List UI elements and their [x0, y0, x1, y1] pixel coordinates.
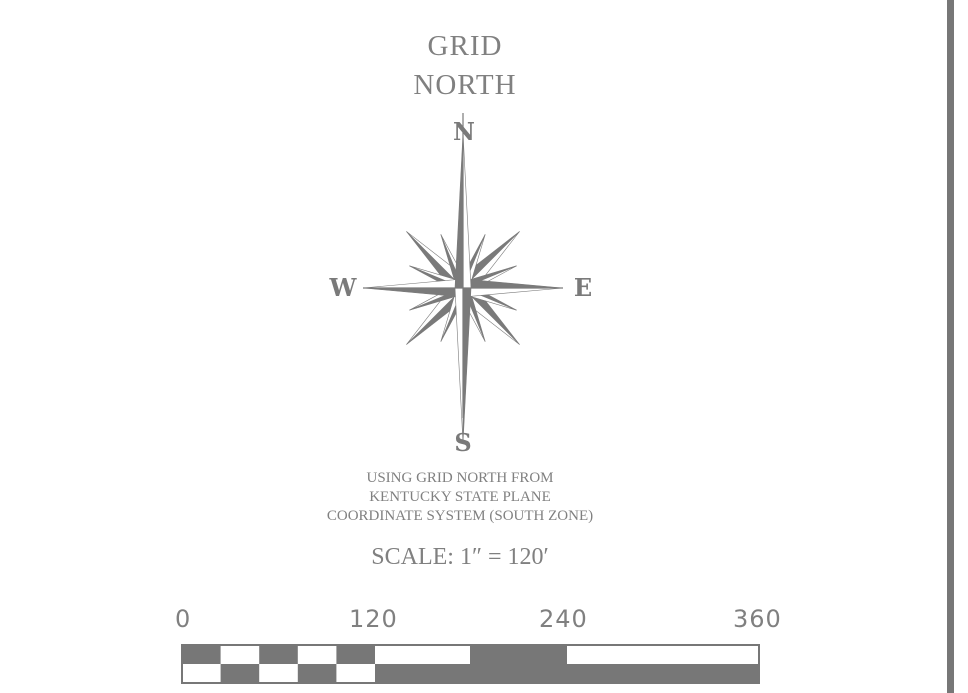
grid-north-title-line1: GRID: [427, 30, 503, 62]
scale-label: SCALE: 1″ = 120′: [371, 544, 549, 570]
scale-tick-120: 120: [349, 605, 398, 633]
grid-north-title-line2: NORTH: [413, 69, 517, 101]
scale-bar-segment: [259, 645, 298, 664]
grid-note-line3: COORDINATE SYSTEM (SOUTH ZONE): [326, 508, 594, 524]
map-frame-border: [947, 0, 954, 693]
scale-bar-segment: [297, 664, 337, 683]
scale-tick-360: 360: [733, 605, 782, 633]
west-label: W: [329, 273, 357, 302]
east-label: E: [573, 273, 593, 302]
scale-tick-0: 0: [175, 605, 192, 633]
scale-bar-segment: [470, 645, 567, 664]
grid-note-line1: USING GRID NORTH FROM: [366, 470, 554, 486]
south-label: S: [454, 428, 472, 457]
grid-note-line2: KENTUCKY STATE PLANE: [369, 489, 551, 505]
scale-bar-segment: [470, 664, 567, 683]
north-label: N: [453, 117, 475, 146]
scale-bar-segment: [220, 664, 260, 683]
scale-bar-segment: [567, 664, 759, 683]
scale-bar-segment: [375, 664, 470, 683]
scale-bar-segment: [182, 645, 221, 664]
scale-tick-240: 240: [539, 605, 588, 633]
scale-bar-segment: [336, 645, 375, 664]
